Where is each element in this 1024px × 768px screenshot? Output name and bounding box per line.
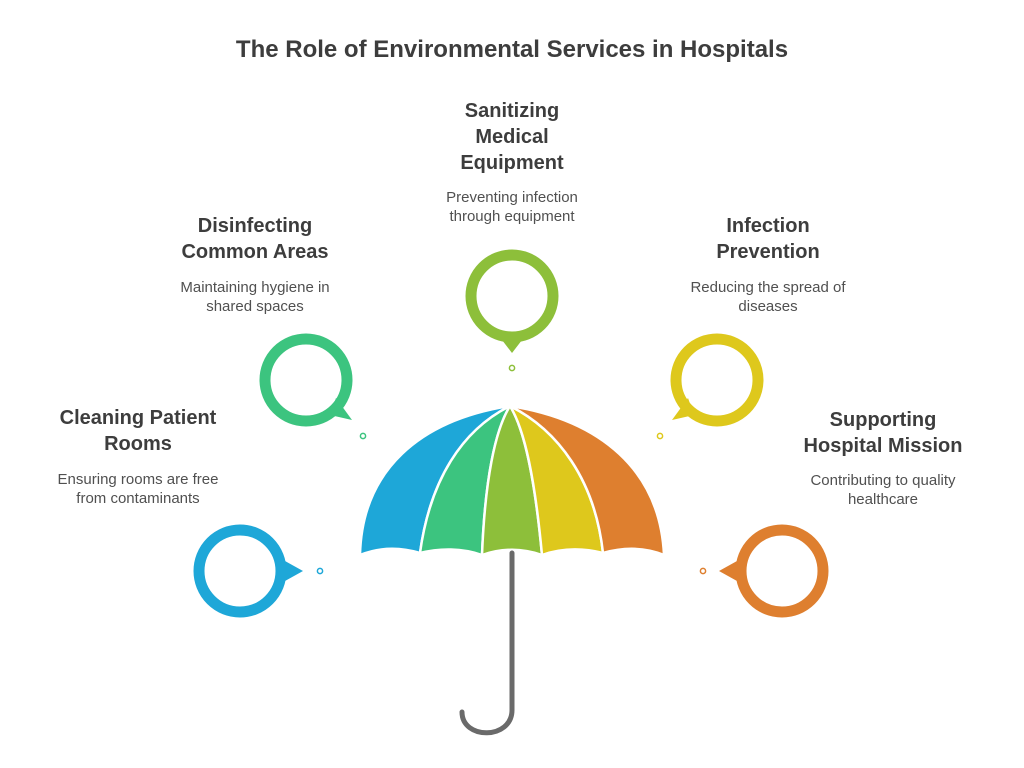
heading-line: Cleaning Patient: [59, 407, 217, 429]
heading-infection: Infection Prevention: [668, 213, 868, 265]
heading-line: Equipment: [460, 152, 564, 174]
heading-line: Medical: [475, 126, 549, 148]
desc-equipment: Preventing infection through equipment: [412, 188, 612, 226]
page-title: The Role of Environmental Services in Ho…: [235, 36, 789, 63]
heading-cleaning: Cleaning Patient Rooms: [38, 405, 238, 457]
desc-line: through equipment: [449, 208, 575, 225]
desc-infection: Reducing the spread of diseases: [658, 278, 878, 316]
heading-line: Disinfecting: [197, 215, 313, 237]
umbrella-panel-orange: [508, 404, 666, 557]
desc-line: from contaminants: [76, 490, 200, 507]
desc-line: diseases: [738, 298, 798, 315]
heading-mission: Supporting Hospital Mission: [788, 407, 978, 459]
heading-line: Sanitizing: [464, 100, 560, 122]
desc-line: Contributing to quality: [810, 472, 956, 489]
desc-line: Preventing infection: [446, 189, 578, 206]
desc-mission: Contributing to quality healthcare: [783, 471, 983, 509]
heading-line: Prevention: [716, 241, 820, 263]
heading-equipment: Sanitizing Medical Equipment: [422, 98, 602, 176]
heading-line: Infection: [726, 215, 810, 237]
desc-common: Maintaining hygiene in shared spaces: [160, 278, 350, 316]
bubble-equipment: [465, 249, 559, 372]
bubble-infection: [656, 333, 764, 440]
umbrella-handle: [459, 550, 515, 736]
desc-cleaning: Ensuring rooms are free from contaminant…: [38, 470, 238, 508]
heading-line: Rooms: [104, 433, 172, 455]
bubble-cleaning: [193, 524, 324, 618]
desc-line: Ensuring rooms are free: [57, 471, 219, 488]
heading-common: Disinfecting Common Areas: [160, 213, 350, 265]
desc-line: Reducing the spread of: [690, 279, 846, 296]
bubble-mission: [699, 524, 829, 618]
heading-line: Common Areas: [181, 241, 329, 263]
bubble-common: [259, 333, 367, 440]
heading-line: Hospital Mission: [803, 435, 963, 457]
desc-line: healthcare: [847, 491, 919, 508]
desc-line: shared spaces: [206, 298, 304, 315]
heading-line: Supporting: [829, 409, 937, 431]
desc-line: Maintaining hygiene in: [180, 279, 330, 296]
